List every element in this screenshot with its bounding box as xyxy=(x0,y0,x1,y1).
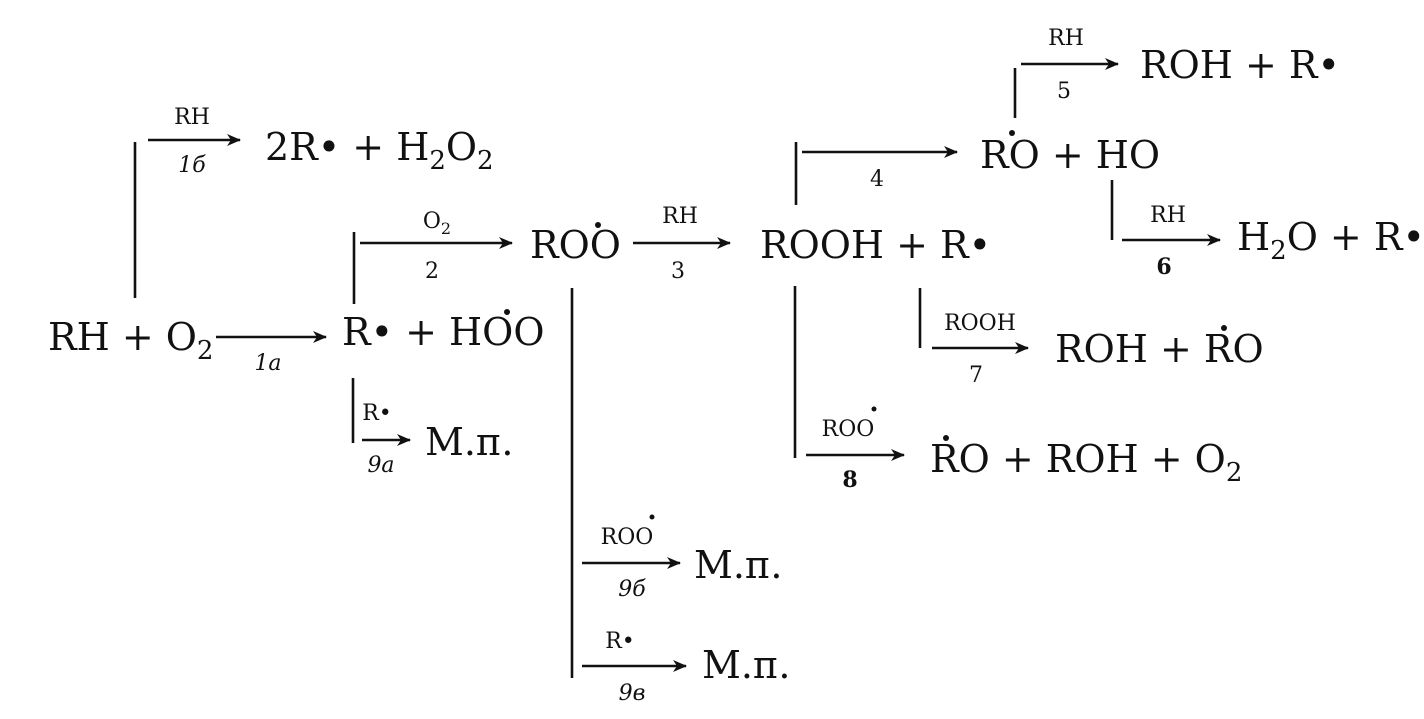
species-mp-9b: М.п. xyxy=(694,543,782,587)
label-r-9a: R• xyxy=(362,401,392,426)
species-reactant: RH + O2 xyxy=(48,315,213,366)
label-num-2: 2 xyxy=(425,259,439,284)
label-o2-2: O2 xyxy=(423,209,451,238)
label-num-8: 8 xyxy=(842,467,857,493)
label-num-6: 6 xyxy=(1156,254,1171,280)
label-num-4: 4 xyxy=(870,167,884,192)
species-mp-9v: М.п. xyxy=(702,643,790,687)
radical-dot xyxy=(1009,130,1015,136)
label-num-5: 5 xyxy=(1057,79,1071,104)
species-ro-roh-o2: RO + ROH + O2 xyxy=(930,437,1242,488)
species-roh-ro: ROH + RO xyxy=(1055,327,1264,371)
radical-dot xyxy=(943,435,949,441)
label-r-9v: R• xyxy=(605,629,635,654)
radical-dot xyxy=(595,222,601,228)
label-rh-5: RH xyxy=(1048,26,1084,51)
radical-dot xyxy=(871,406,877,412)
label-rh-3: RH xyxy=(662,204,698,229)
label-num-3: 3 xyxy=(671,259,685,284)
radical-dot xyxy=(1221,325,1227,331)
species-roo: ROO xyxy=(530,223,621,267)
label-num-1a: 1a xyxy=(254,351,281,376)
species-ro-ho: RO + HO xyxy=(980,133,1160,177)
label-roo-9b: ROO xyxy=(601,525,654,550)
species-rooh-r: ROOH + R• xyxy=(760,223,991,267)
species-r-hoo: R• + HOO xyxy=(342,310,544,354)
radical-dot xyxy=(649,514,655,520)
label-num-9v: 9в xyxy=(619,681,646,706)
label-rooh-7: ROOH xyxy=(944,311,1016,336)
label-roo-8: ROO xyxy=(822,417,875,442)
species-h2o-r: H2O + R• xyxy=(1237,215,1424,266)
species-mp-9a: М.п. xyxy=(425,420,513,464)
label-num-9a: 9a xyxy=(367,453,394,478)
label-rh-6: RH xyxy=(1150,203,1186,228)
radical-dot xyxy=(504,309,510,315)
label-num-1b: 1б xyxy=(178,153,206,178)
label-rh-1b: RH xyxy=(174,105,210,130)
species-roh-r: ROH + R• xyxy=(1140,43,1340,87)
label-num-9b: 9б xyxy=(618,577,646,602)
label-num-7: 7 xyxy=(969,363,983,388)
species-2r-h2o2: 2R• + H2O2 xyxy=(265,125,494,176)
